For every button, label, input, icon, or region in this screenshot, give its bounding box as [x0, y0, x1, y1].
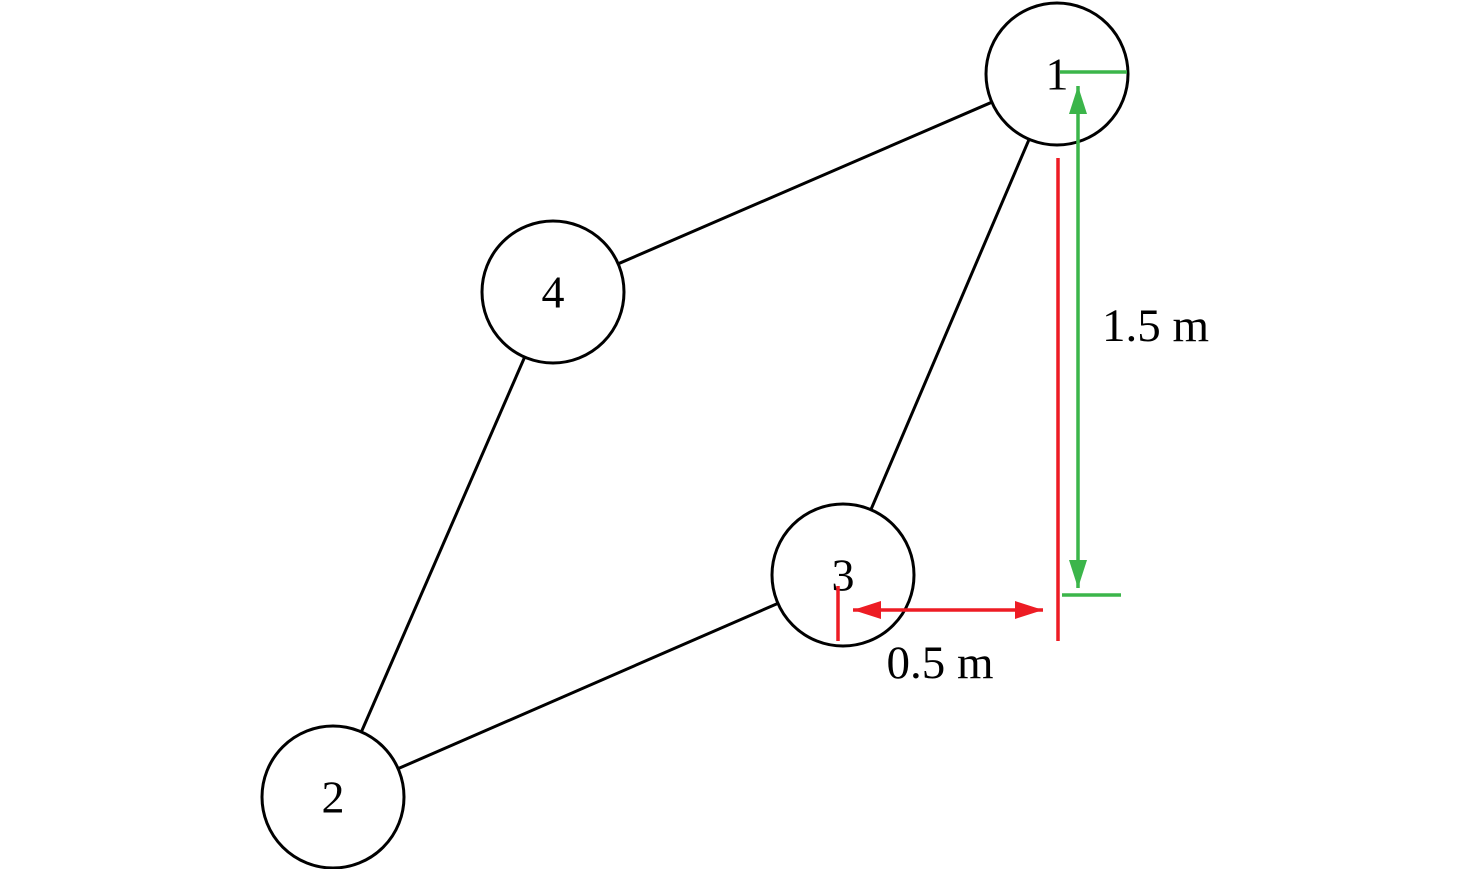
- edge-1-4: [617, 100, 993, 266]
- edge-1-3: [869, 138, 1031, 511]
- horizontal-dimension-label: 0.5 m: [886, 637, 993, 689]
- node-label-3: 3: [832, 550, 855, 601]
- node-label-1: 1: [1046, 49, 1069, 100]
- node-4: [480, 219, 626, 365]
- node-label-4: 4: [542, 267, 565, 318]
- edge-2-3: [397, 601, 779, 771]
- node-2: [260, 724, 406, 869]
- node-label-2: 2: [322, 772, 345, 823]
- vertical-dimension-label: 1.5 m: [1102, 300, 1209, 352]
- node-1: [984, 1, 1130, 147]
- edge-4-2: [359, 356, 527, 733]
